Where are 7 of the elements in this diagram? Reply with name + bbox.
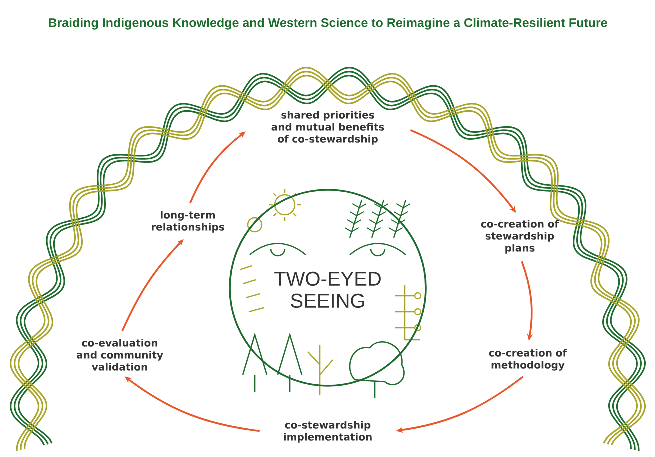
step-label: co-evaluation and community validation bbox=[76, 339, 164, 371]
step-label: co-stewardship implementation bbox=[284, 421, 372, 443]
step-label: shared priorities and mutual benefits of co-stewardship bbox=[272, 111, 384, 145]
title: Braiding Indigenous Knowledge and Western Science to Reimagine a Climate-Resilient Future bbox=[49, 18, 608, 30]
step-label: co-creation of methodology bbox=[489, 349, 568, 371]
step-label: co-creation of stewardship plans bbox=[481, 220, 560, 254]
step-label: long-term relationships bbox=[152, 211, 224, 233]
